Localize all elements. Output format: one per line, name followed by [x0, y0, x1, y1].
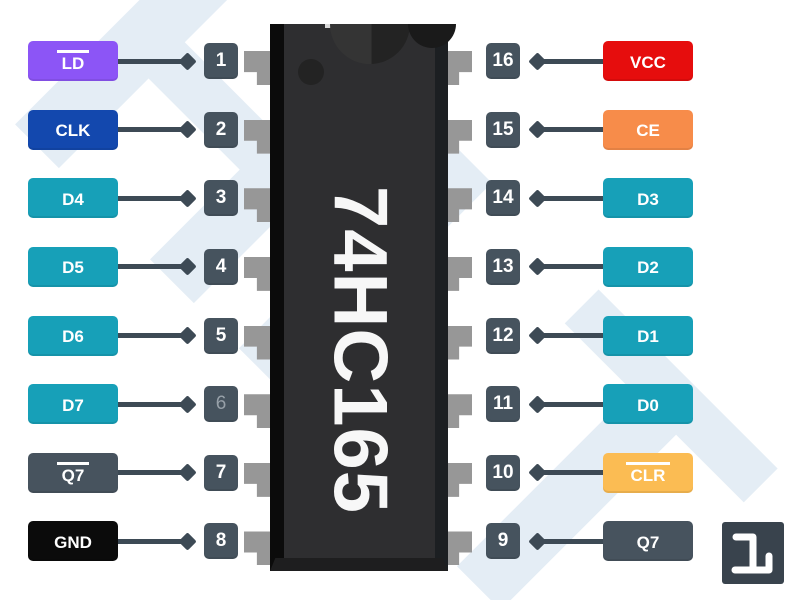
connector-line	[537, 401, 604, 407]
connector-line	[537, 58, 604, 64]
connector-diamond-icon	[177, 532, 197, 551]
pin-number-7: 7	[204, 454, 238, 491]
pin-label-text: D7	[62, 395, 84, 415]
pin-number-6: 6	[204, 386, 238, 423]
pin-label-text: Q7	[56, 461, 90, 484]
chip-left-bevel	[270, 24, 284, 571]
pin-label-text: GND	[54, 532, 92, 552]
connector-line	[537, 264, 604, 270]
pin-label-left-d7: D7	[28, 384, 118, 425]
pin-label-right-d3: D3	[603, 178, 693, 219]
pin-label-left-d6: D6	[28, 315, 118, 356]
pin-number-12: 12	[486, 317, 520, 354]
pin-number-11: 11	[486, 386, 520, 423]
connector-line	[117, 195, 187, 201]
chip-body: 74HC165	[270, 24, 456, 571]
connector-line	[537, 333, 604, 339]
pin-number-15: 15	[486, 111, 520, 148]
pin-number-10: 10	[486, 454, 520, 491]
pin-label-left-d5: D5	[28, 246, 118, 287]
chip-right-bevel	[435, 24, 448, 571]
pin-label-left-d4: D4	[28, 178, 118, 219]
pin-label-right-clr: CLR	[603, 452, 693, 493]
pin-label-right-vcc: VCC	[603, 41, 693, 81]
pin-label-right-q7: Q7	[603, 521, 693, 562]
pin-label-left-q7: Q7	[28, 452, 118, 493]
pin-label-text: CLR	[625, 461, 671, 484]
connector-line	[117, 58, 187, 64]
pin-label-text: D3	[637, 189, 659, 209]
brand-logo-icon	[722, 522, 784, 584]
connector-diamond-icon	[177, 463, 197, 483]
pin-label-right-d1: D1	[603, 315, 693, 356]
connector-line	[537, 195, 604, 201]
chip-part-number: 74HC165	[317, 185, 403, 515]
pin-label-text: D5	[62, 258, 84, 278]
pin-number-14: 14	[486, 180, 520, 217]
pin-number-2: 2	[204, 111, 238, 148]
chip-pin-leg	[244, 531, 272, 566]
pin-label-left-clk: CLK	[28, 109, 118, 150]
connector-line	[117, 538, 187, 544]
pin-label-text: D2	[637, 258, 659, 278]
pin-label-text: D4	[62, 189, 84, 209]
pin-label-left-ld: LD	[28, 41, 118, 81]
connector-diamond-icon	[527, 51, 547, 71]
pin-number-8: 8	[204, 523, 238, 560]
connector-line	[537, 470, 604, 476]
pin-label-left-gnd: GND	[28, 521, 118, 562]
pin-number-16: 16	[486, 43, 520, 79]
pin-number-9: 9	[486, 523, 520, 560]
pin-number-3: 3	[204, 180, 238, 217]
pin-label-text: CLK	[55, 121, 91, 141]
chip-bottom-bevel	[270, 558, 448, 571]
pin-label-text: Q7	[636, 532, 660, 552]
pin-label-text: D1	[637, 327, 659, 347]
pin-label-text: D0	[637, 395, 659, 415]
pin-label-text: CE	[636, 121, 660, 141]
connector-line	[117, 333, 187, 339]
pin-number-4: 4	[204, 248, 238, 285]
pin-label-right-ce: CE	[603, 109, 693, 150]
connector-line	[117, 264, 187, 270]
pin-number-13: 13	[486, 248, 520, 285]
pin1-indicator-dot-icon	[298, 59, 324, 85]
connector-line	[117, 401, 187, 407]
chip-notch-icon	[330, 24, 456, 64]
connector-line	[117, 127, 187, 133]
pin-label-right-d2: D2	[603, 246, 693, 287]
pin-label-text: VCC	[630, 52, 666, 72]
connector-line	[537, 127, 604, 133]
connector-line	[117, 470, 187, 476]
pin-number-5: 5	[204, 317, 238, 354]
pin-label-text: D6	[62, 327, 84, 347]
pin-label-right-d0: D0	[603, 384, 693, 425]
logo-glyph	[731, 533, 773, 574]
pin-number-1: 1	[204, 43, 238, 79]
connector-line	[537, 538, 604, 544]
pin-label-text: LD	[56, 50, 90, 72]
